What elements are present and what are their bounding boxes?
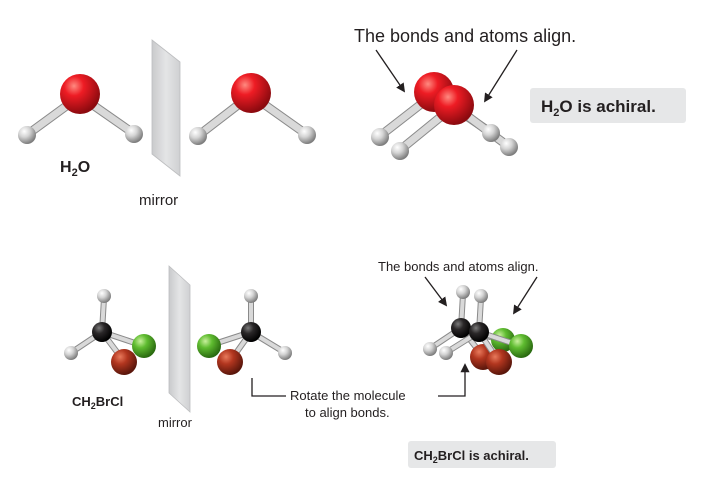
ch2brcl-molecules-superimposed (423, 285, 533, 375)
mirror-plane (168, 265, 191, 413)
carbon-atom (451, 318, 471, 338)
hydrogen-atom (423, 342, 437, 356)
oxygen-atom (434, 85, 474, 125)
mirror-plane (151, 39, 181, 177)
hydrogen-atom (244, 289, 258, 303)
align-annotation: The bonds and atoms align. (378, 259, 538, 274)
water-molecule-left (18, 74, 143, 144)
ch2brcl-achiral-badge: CH2BrCl is achiral. (408, 441, 556, 468)
rotate-label-line1: Rotate the molecule (290, 388, 406, 403)
mirror-label: mirror (158, 415, 193, 430)
hydrogen-atom (125, 125, 143, 143)
align-annotation: The bonds and atoms align. (354, 26, 576, 46)
ch2brcl-molecule-left (64, 289, 156, 375)
bromine-atom (111, 349, 137, 375)
ch2brcl-molecule-right (197, 289, 292, 375)
water-formula-label: H2O (60, 159, 90, 179)
svg-text:H2O is achiral.: H2O is achiral. (541, 97, 656, 119)
rotate-bracket (251, 363, 470, 397)
hydrogen-atom (64, 346, 78, 360)
hydrogen-atom (371, 128, 389, 146)
hydrogen-atom (391, 142, 409, 160)
water-molecules-superimposed (371, 72, 518, 160)
oxygen-atom (60, 74, 100, 114)
hydrogen-atom (97, 289, 111, 303)
hydrogen-atom (474, 289, 488, 303)
arrow-right (484, 49, 518, 103)
hydrogen-atom (439, 346, 453, 360)
svg-text:CH2BrCl is achiral.: CH2BrCl is achiral. (414, 448, 529, 465)
water-achiral-badge: H2O is achiral. (530, 88, 686, 123)
hydrogen-atom (500, 138, 518, 156)
oxygen-atom (231, 73, 271, 113)
hydrogen-atom (278, 346, 292, 360)
bromine-atom (217, 349, 243, 375)
hydrogen-atom (189, 127, 207, 145)
arrow-right (513, 276, 538, 315)
hydrogen-atom (18, 126, 36, 144)
hydrogen-atom (482, 124, 500, 142)
chlorine-atom (132, 334, 156, 358)
chlorine-atom (197, 334, 221, 358)
carbon-atom (92, 322, 112, 342)
bromine-atom (486, 349, 512, 375)
carbon-atom (469, 322, 489, 342)
ch2brcl-formula-label: CH2BrCl (72, 394, 123, 411)
chlorine-atom (509, 334, 533, 358)
carbon-atom (241, 322, 261, 342)
hydrogen-atom (298, 126, 316, 144)
rotate-label-line2: to align bonds. (305, 405, 390, 420)
hydrogen-atom (456, 285, 470, 299)
water-molecule-right (189, 73, 316, 145)
arrow-left (375, 49, 406, 93)
arrow-left (424, 276, 448, 307)
mirror-label: mirror (139, 192, 178, 209)
